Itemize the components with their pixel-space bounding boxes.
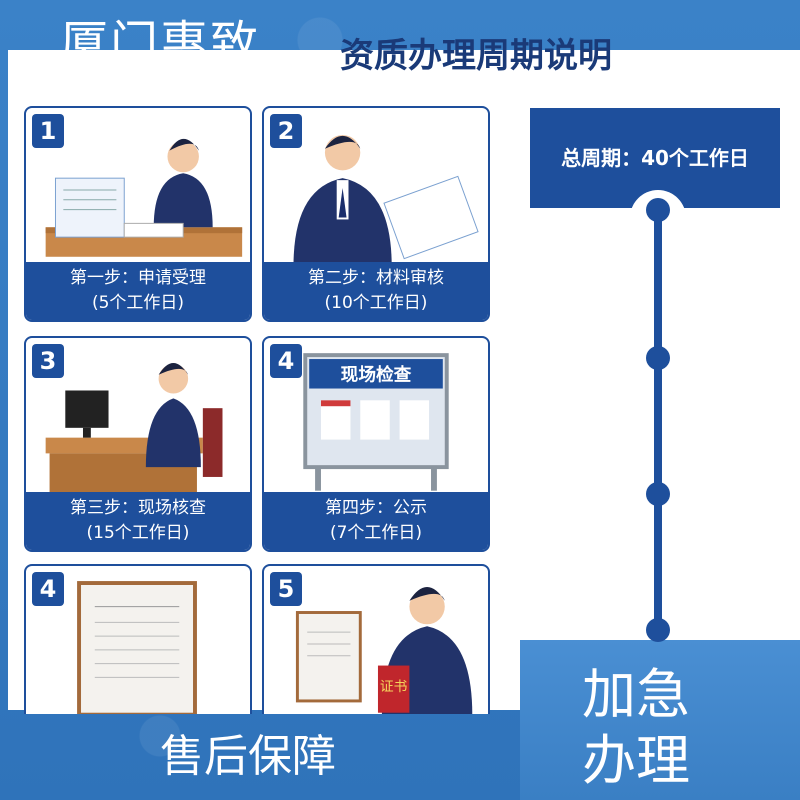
inspection-desk-illustration <box>45 362 223 493</box>
certificate-badge: 证书 <box>380 679 408 695</box>
step-title: 第三步：现场核查 <box>70 498 206 518</box>
urgent-line-2: 办理 <box>582 729 690 792</box>
step-number: 3 <box>32 344 64 378</box>
step-duration: (15个工作日) <box>86 523 190 543</box>
after-sales-text: 售后保障 <box>160 731 336 782</box>
step-title: 第一步：申请受理 <box>70 268 206 288</box>
step-number: 5 <box>270 572 302 606</box>
step-card-1: 1 第一步：申请受理 (5个工作日) <box>24 106 252 322</box>
step-title: 第四步：公示 <box>325 498 427 518</box>
step-caption: 第一步：申请受理 (5个工作日) <box>26 262 250 320</box>
step-duration: (7个工作日) <box>329 523 423 543</box>
timeline-line <box>654 210 662 630</box>
certificate-illustration <box>77 581 197 714</box>
step-card-4: 现场检查 4 第四步：公示 (7个工作日) <box>262 336 490 552</box>
step-duration: (5个工作日) <box>91 293 185 313</box>
timeline-dot <box>646 198 670 222</box>
urgent-text: 加急 办理 <box>582 662 690 794</box>
brand-name: 厦门惠致 <box>60 16 261 72</box>
step-caption: 第四步：公示 (7个工作日) <box>264 492 488 550</box>
timeline-dot <box>646 618 670 642</box>
step-number: 2 <box>270 114 302 148</box>
board-title: 现场检查 <box>341 364 412 386</box>
step-card-2: 2 第二步：材料审核 (10个工作日) <box>262 106 490 322</box>
step-duration: (10个工作日) <box>324 293 428 313</box>
step-card-3: 3 第三步：现场核查 (15个工作日) <box>24 336 252 552</box>
step-number: 1 <box>32 114 64 148</box>
timeline-dot <box>646 482 670 506</box>
step-title: 第二步：材料审核 <box>308 268 444 288</box>
timeline-dot <box>646 346 670 370</box>
application-illustration <box>45 138 243 257</box>
step-card-5: 4 <box>24 564 252 714</box>
review-illustration <box>293 134 479 267</box>
notice-board-illustration: 现场检查 <box>303 353 449 491</box>
step-number: 4 <box>32 572 64 606</box>
urgent-line-1: 加急 <box>582 663 690 726</box>
bottom-right-panel <box>520 640 800 800</box>
step-number: 4 <box>270 344 302 378</box>
step-card-6: 证书 5 <box>262 564 490 714</box>
step-caption: 第三步：现场核查 (15个工作日) <box>26 492 250 550</box>
page-title: 资质办理周期说明 <box>340 36 612 76</box>
certificate-issuance-illustration: 证书 <box>295 586 473 714</box>
step-caption: 第二步：材料审核 (10个工作日) <box>264 262 488 320</box>
